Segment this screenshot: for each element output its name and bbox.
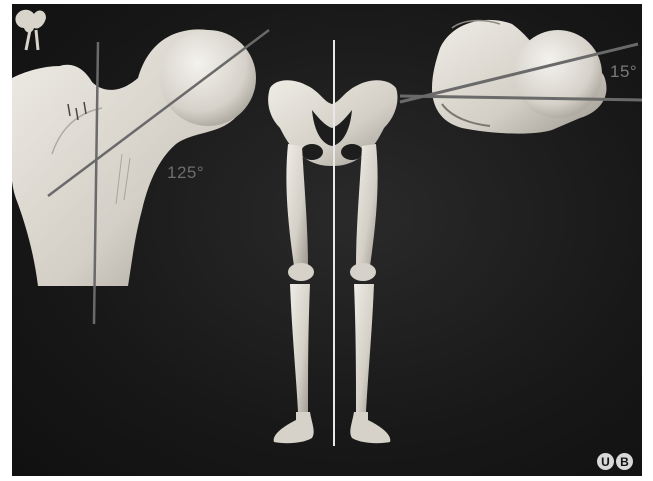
anteversion-angle-label: 15° — [610, 62, 637, 82]
corner-badge-u: U — [597, 453, 614, 470]
pelvis-thumbnail-icon — [15, 10, 46, 50]
anatomy-canvas: 125° 15° — [12, 4, 642, 476]
femur-axial-view — [432, 20, 607, 134]
anatomy-illustration — [12, 4, 642, 476]
neck-shaft-angle-label: 125° — [167, 163, 204, 183]
lower-limb-skeleton — [268, 80, 397, 443]
corner-badge-b: B — [616, 453, 633, 470]
